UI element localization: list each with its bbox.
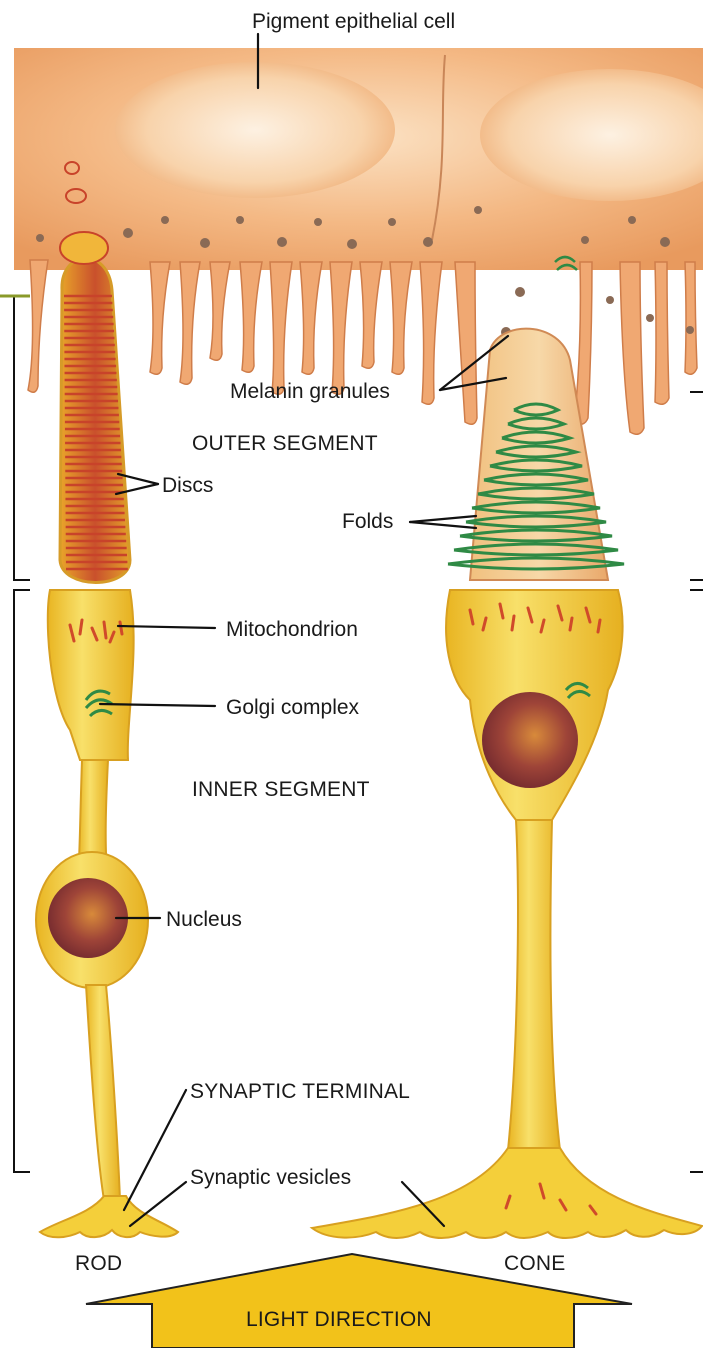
label-discs: Discs xyxy=(162,474,213,497)
pigment-villi xyxy=(28,260,697,434)
label-rod: ROD xyxy=(75,1252,122,1275)
label-inner-segment: INNER SEGMENT xyxy=(192,778,370,801)
rod-inner-segment xyxy=(48,590,134,760)
label-melanin-granules: Melanin granules xyxy=(230,380,390,403)
label-cone: CONE xyxy=(504,1252,565,1275)
label-synaptic-vesicles: Synaptic vesicles xyxy=(190,1166,351,1189)
label-synaptic-terminal: SYNAPTIC TERMINAL xyxy=(190,1080,410,1103)
label-outer-segment: OUTER SEGMENT xyxy=(192,432,378,455)
rod-synaptic-terminal xyxy=(40,1196,178,1237)
label-folds: Folds xyxy=(342,510,393,533)
rod-cell xyxy=(36,232,178,1237)
label-pigment-epithelial-cell: Pigment epithelial cell xyxy=(252,10,455,33)
cone-nucleus xyxy=(482,692,578,788)
label-light-direction: LIGHT DIRECTION xyxy=(246,1308,432,1331)
label-nucleus: Nucleus xyxy=(166,908,242,931)
label-golgi-complex: Golgi complex xyxy=(226,696,360,719)
cone-synaptic-terminal xyxy=(312,1148,702,1238)
label-mitochondrion: Mitochondrion xyxy=(226,618,358,641)
pigment-cell-nucleus-left xyxy=(115,62,395,198)
